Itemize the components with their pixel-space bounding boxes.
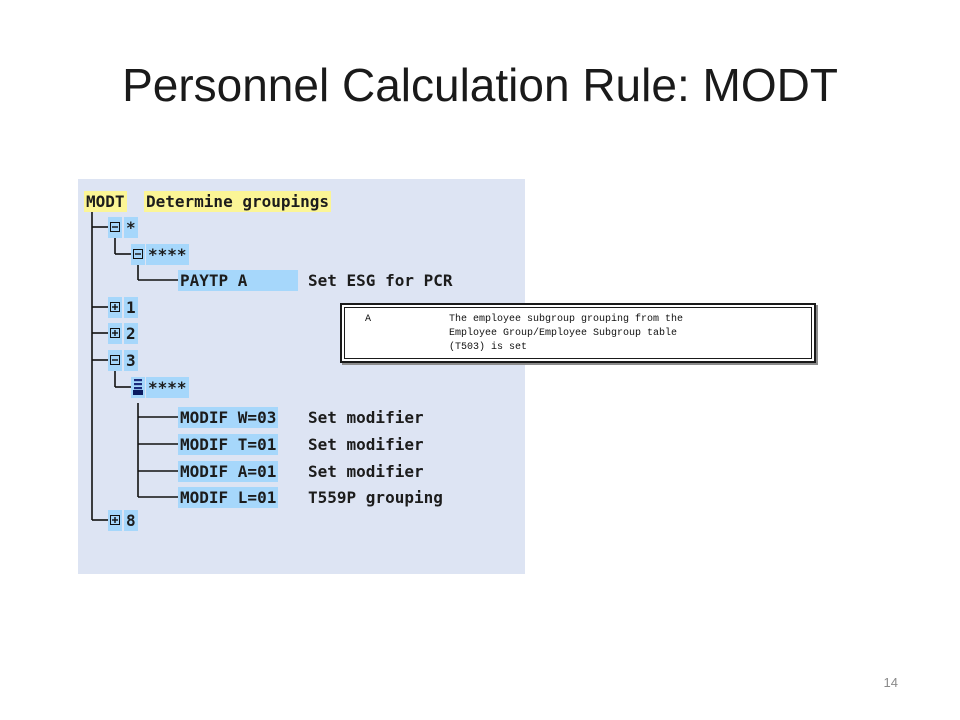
rule-tree-panel: MODT Determine groupings * **** PAYTP A … [78,179,525,574]
operation-paytp[interactable]: PAYTP A [178,270,298,291]
tooltip-line: (T503) is set [449,342,528,353]
collapse-toggle-3[interactable] [108,350,122,371]
rule-code[interactable]: MODT [84,191,127,212]
tree-node-star[interactable]: * [124,217,138,238]
minus-box-icon [133,249,143,259]
drag-handle-icon [133,379,143,395]
tooltip-line: The employee subgroup grouping from the [449,314,684,325]
tooltip-parameter: A [365,314,372,325]
operation-description: T559P grouping [308,488,443,507]
tree-node-3[interactable]: 3 [124,350,138,371]
expand-toggle-2[interactable] [108,323,122,344]
tree-node-3-sub[interactable]: **** [146,377,189,398]
tree-connector-lines [91,210,178,521]
collapse-toggle-star-sub[interactable] [131,244,145,265]
operation-modif-w[interactable]: MODIF W=03 [178,407,279,428]
tree-node-star-sub[interactable]: **** [146,244,189,265]
operation-modif-l[interactable]: MODIF L=01 [178,487,279,508]
collapse-toggle-star[interactable] [108,217,122,238]
operation-modif-a[interactable]: MODIF A=01 [178,461,279,482]
slide-number: 14 [883,675,898,690]
tooltip-inner-border: A The employee subgroup grouping from th… [344,307,812,359]
operation-description: Set modifier [308,408,424,427]
operation-description: Set ESG for PCR [308,271,453,290]
plus-box-icon [110,328,120,338]
operation-tooltip: A The employee subgroup grouping from th… [340,303,816,363]
slide-title: Personnel Calculation Rule: MODT [122,59,838,111]
minus-box-icon [110,355,120,365]
tree-node-2[interactable]: 2 [124,323,138,344]
plus-box-icon [110,302,120,312]
tree-node-1[interactable]: 1 [124,297,138,318]
tooltip-line: Employee Group/Employee Subgroup table [449,328,678,339]
selected-node-marker[interactable] [131,377,145,398]
rule-description[interactable]: Determine groupings [144,191,332,212]
operation-description: Set modifier [308,435,424,454]
operation-modif-t[interactable]: MODIF T=01 [178,434,279,455]
expand-toggle-1[interactable] [108,297,122,318]
operation-description: Set modifier [308,462,424,481]
tree-node-8[interactable]: 8 [124,510,138,531]
expand-toggle-8[interactable] [108,510,122,531]
minus-box-icon [110,222,120,232]
plus-box-icon [110,515,120,525]
